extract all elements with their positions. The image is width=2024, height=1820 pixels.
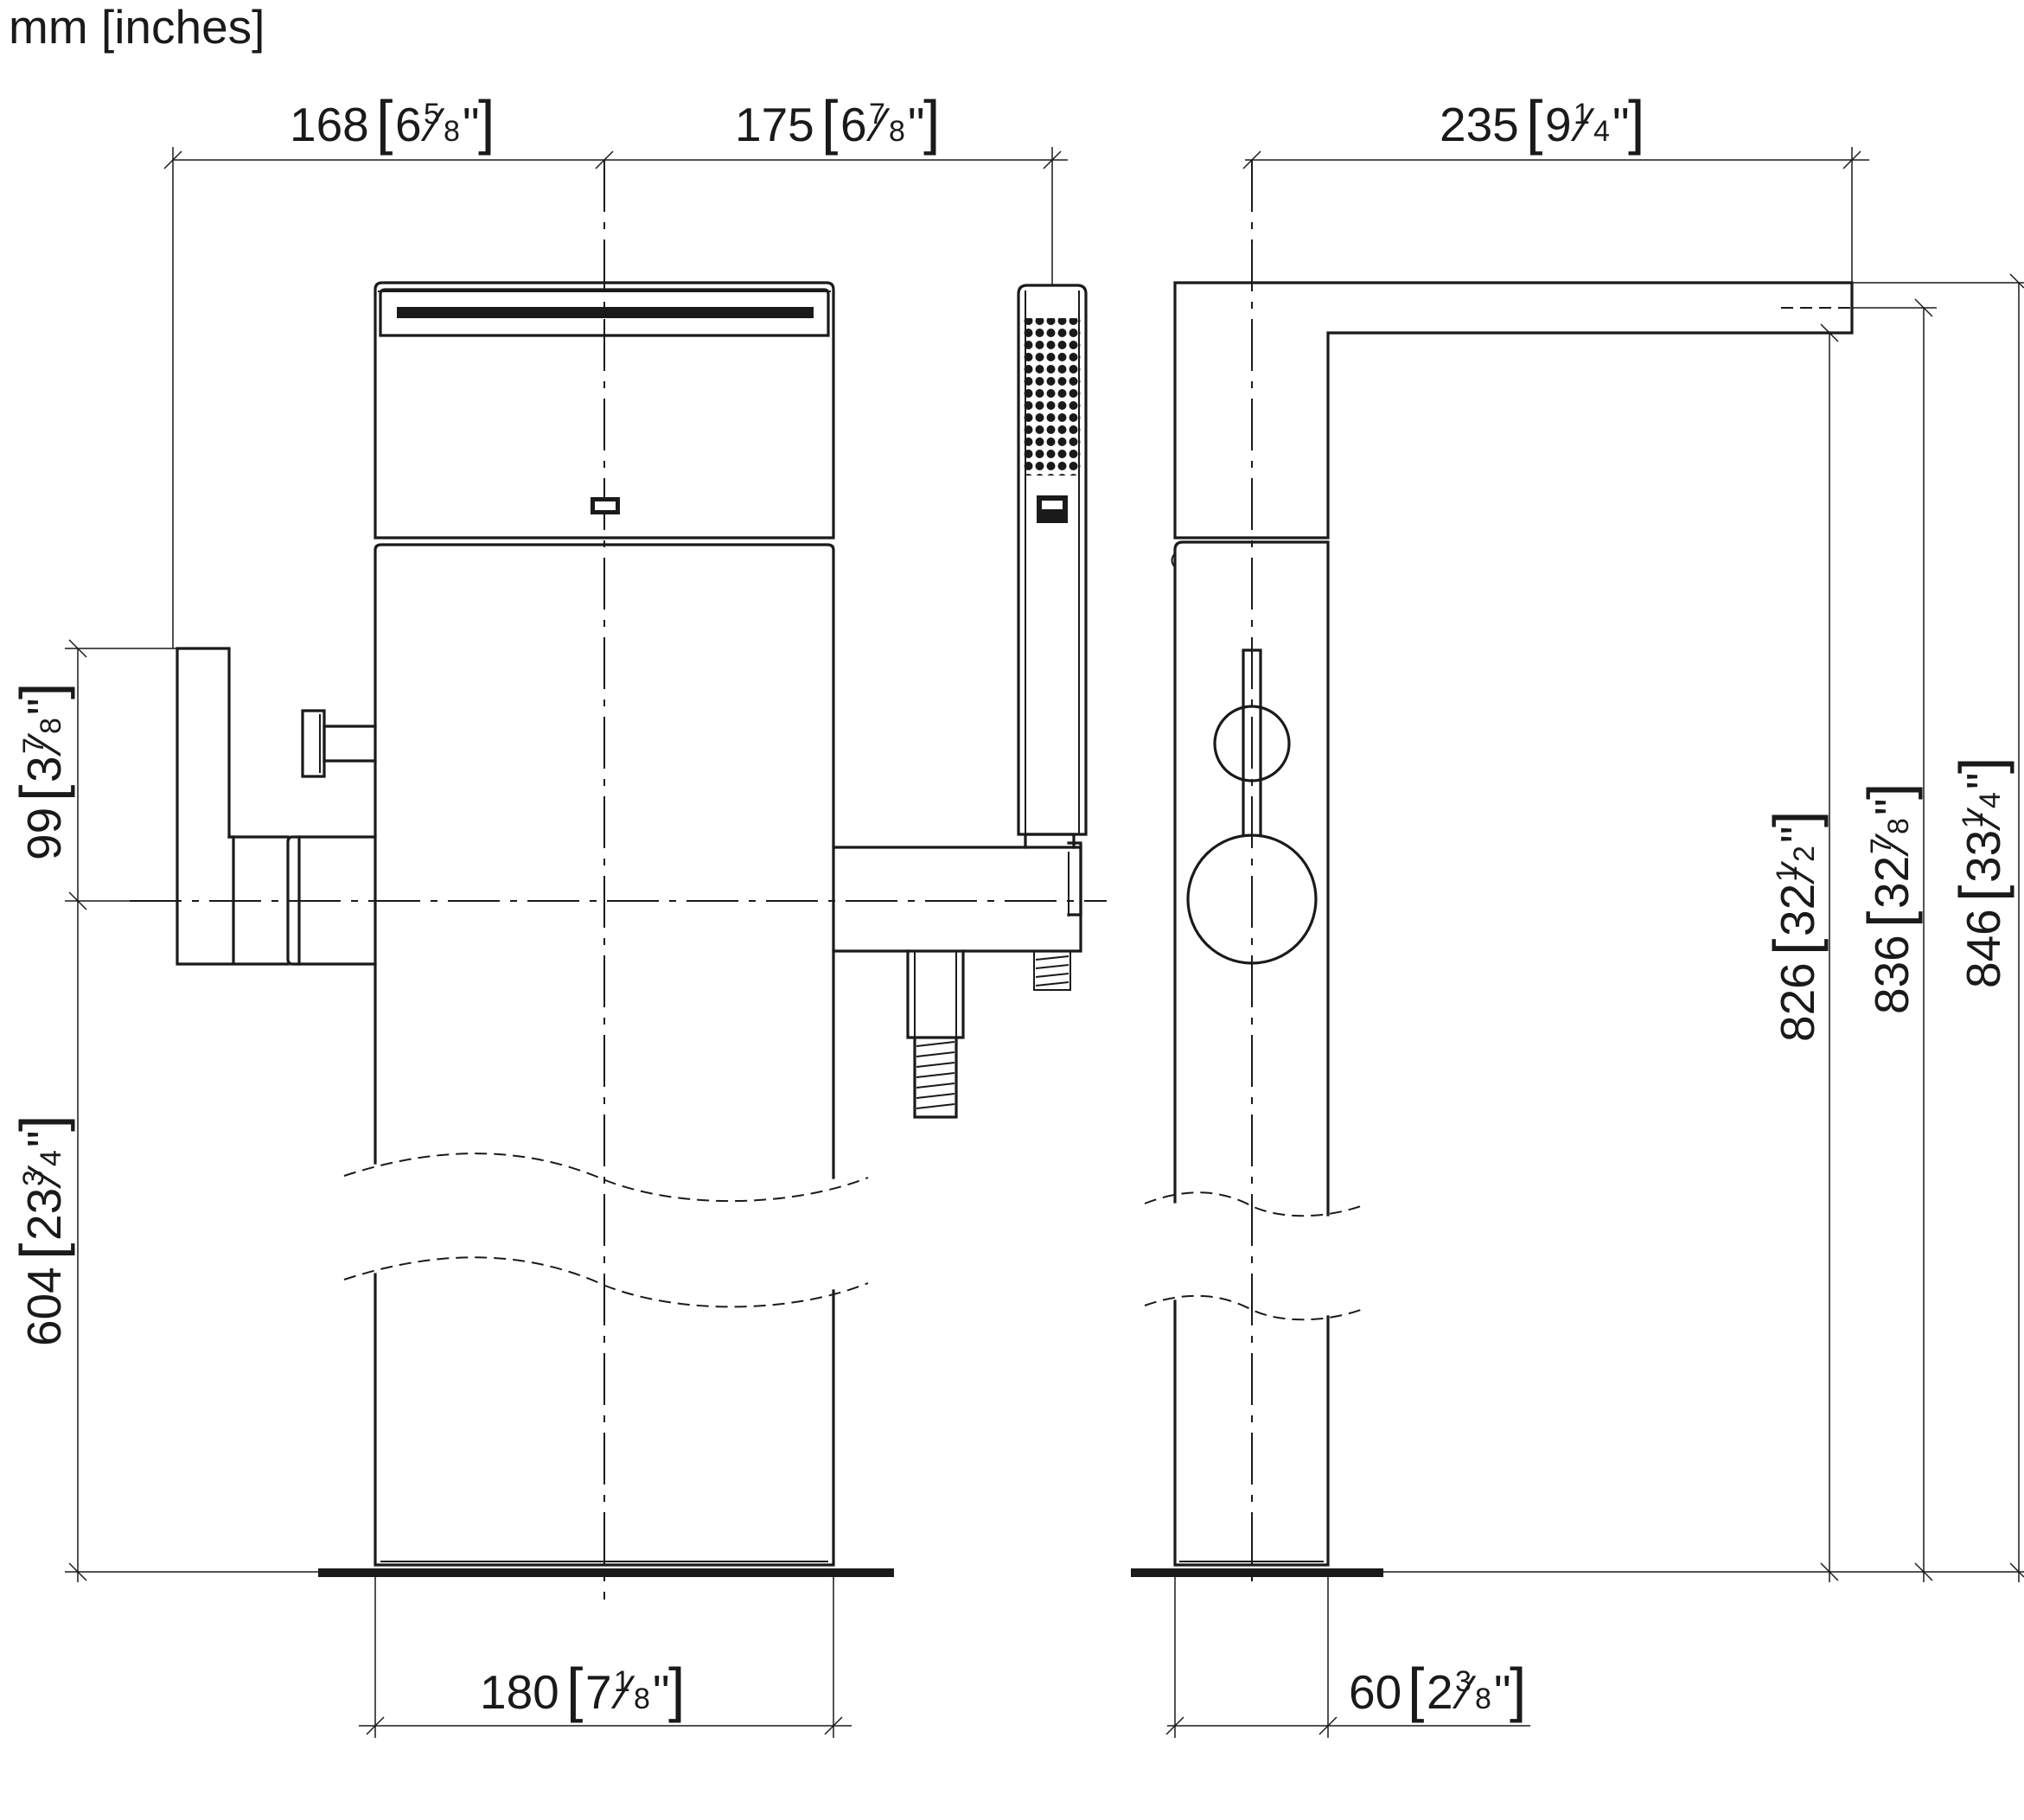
dim-235-whole: 9 (1545, 98, 1572, 151)
dim-180-inch: " (653, 1665, 670, 1719)
dim-168-whole: 6 (395, 98, 422, 151)
dim-846-den: 4 (1974, 792, 2007, 808)
dim-836-bracket-close: ] (1855, 783, 1923, 800)
dim-604-bracket-close: ] (8, 1115, 75, 1132)
dim-826-mm: 826 (1771, 962, 1824, 1042)
dim-99-mm: 99 (17, 808, 71, 860)
dim-168: 168 [ 6 5 ⁄ 8 " ] (290, 88, 495, 156)
dim-604-bracket-open: [ (8, 1243, 75, 1260)
dim-846-inch: " (1957, 772, 2010, 789)
dim-168-bracket-open: [ (376, 88, 393, 156)
dim-60-inch: " (1494, 1665, 1511, 1719)
dim-60-whole: 2 (1427, 1665, 1453, 1719)
dim-168-num: 5 (424, 98, 440, 131)
dim-826-den: 2 (1788, 846, 1821, 862)
side-column (1144, 540, 1362, 1567)
side-lever (1186, 648, 1318, 965)
dim-846-whole: 33 (1957, 830, 2010, 883)
dim-846-num: 1 (1957, 812, 1989, 828)
dim-168-bracket-close: ] (478, 88, 495, 156)
dim-604-num: 3 (17, 1170, 50, 1186)
dim-175-inch: " (908, 98, 925, 151)
dim-180-num: 1 (614, 1665, 630, 1698)
dim-99-bracket-close: ] (8, 683, 75, 699)
dim-826-num: 1 (1771, 865, 1804, 882)
dim-99: 99 [ 3 7 ⁄ 8 " ] (8, 683, 75, 860)
units-caption: mm [inches] (9, 0, 265, 54)
dim-60-bracket-close: ] (1510, 1656, 1526, 1723)
dim-175-bracket-open: [ (821, 88, 838, 156)
dim-60-den: 8 (1475, 1683, 1491, 1715)
front-base-plate (318, 1568, 894, 1577)
dim-168-inch: " (463, 98, 480, 151)
column-body (343, 543, 869, 1567)
spray-nozzles (1024, 318, 1081, 476)
dim-60-num: 3 (1455, 1665, 1472, 1698)
side-view (1131, 160, 1854, 1591)
dim-180-den: 8 (634, 1683, 650, 1715)
dim-175: 175 [ 6 7 ⁄ 8 " ] (735, 88, 940, 156)
dim-180-bracket-close: ] (668, 1656, 685, 1723)
dim-604-den: 4 (35, 1150, 67, 1166)
mixer-lever (176, 647, 377, 966)
dim-846-mm: 846 (1957, 909, 2010, 988)
dim-175-num: 7 (869, 98, 885, 131)
dim-846-bracket-open: [ (1947, 885, 2014, 902)
front-view (130, 160, 1107, 1600)
dim-175-den: 8 (889, 115, 905, 148)
dim-235-bracket-open: [ (1526, 88, 1542, 156)
dim-604-inch: " (17, 1130, 71, 1147)
dim-836-den: 8 (1882, 818, 1915, 834)
dimension-lines (65, 147, 2024, 1738)
dim-180-bracket-open: [ (566, 1656, 583, 1723)
dim-846-bracket-close: ] (1947, 757, 2014, 774)
dim-826-whole: 32 (1771, 884, 1824, 936)
dim-604-mm: 604 (17, 1267, 71, 1346)
dim-836-mm: 836 (1865, 935, 1919, 1014)
dim-168-mm: 168 (290, 98, 369, 151)
hand-shower (1017, 284, 1088, 836)
dim-180: 180 [ 7 1 ⁄ 8 " ] (480, 1656, 685, 1723)
dim-168-den: 8 (444, 115, 460, 148)
dim-826-inch: " (1771, 826, 1824, 843)
dim-836-bracket-open: [ (1855, 911, 1923, 928)
dim-235: 235 [ 9 1 ⁄ 4 " ] (1440, 88, 1644, 156)
side-spout (1173, 281, 1854, 540)
dim-99-bracket-open: [ (8, 785, 75, 801)
dim-836-whole: 32 (1865, 856, 1919, 909)
spout-head (374, 281, 835, 540)
dim-99-whole: 3 (17, 756, 71, 782)
dim-99-inch: " (17, 698, 71, 715)
dim-180-mm: 180 (480, 1665, 559, 1719)
dim-60: 60 [ 2 3 ⁄ 8 " ] (1349, 1656, 1526, 1723)
spout-outlet-slot (397, 307, 814, 318)
dim-60-bracket-open: [ (1408, 1656, 1424, 1723)
dim-836-num: 7 (1865, 838, 1898, 854)
dim-99-num: 7 (17, 738, 50, 754)
dim-175-whole: 6 (840, 98, 867, 151)
dim-235-num: 1 (1574, 98, 1590, 131)
dim-235-den: 4 (1593, 115, 1610, 148)
dim-175-bracket-close: ] (923, 88, 940, 156)
dim-826-bracket-close: ] (1761, 811, 1829, 827)
dim-60-mm: 60 (1349, 1665, 1401, 1719)
side-base-plate (1131, 1568, 1383, 1577)
dim-826: 826 [ 32 1 ⁄ 2 " ] (1761, 811, 1829, 1042)
dim-99-den: 8 (35, 718, 67, 734)
dim-235-inch: " (1612, 98, 1630, 151)
shower-holder (832, 833, 1082, 1119)
dim-846: 846 [ 33 1 ⁄ 4 " ] (1947, 757, 2014, 988)
dim-836-inch: " (1865, 798, 1919, 815)
dim-235-mm: 235 (1440, 98, 1519, 151)
dim-826-bracket-open: [ (1761, 939, 1829, 955)
dim-235-bracket-close: ] (1628, 88, 1644, 156)
dim-180-whole: 7 (585, 1665, 612, 1719)
dim-604-whole: 23 (17, 1188, 71, 1241)
dim-836: 836 [ 32 7 ⁄ 8 " ] (1855, 783, 1923, 1014)
dim-604: 604 [ 23 3 ⁄ 4 " ] (8, 1115, 75, 1346)
dim-175-mm: 175 (735, 98, 814, 151)
